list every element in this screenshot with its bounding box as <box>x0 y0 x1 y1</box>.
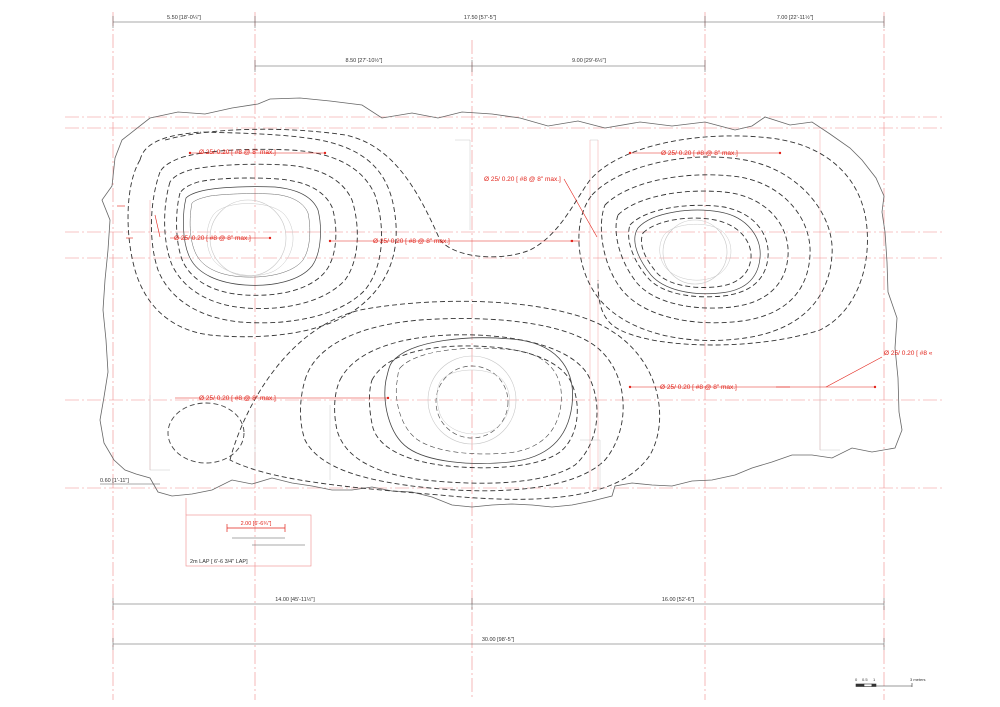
rebar-label-right-edge: Ø 25/ 0.20 [ #8 « <box>884 350 933 357</box>
rebar-label-left-pile: Ø 25/ 0.20 [ #8 @ 8" max.] <box>174 235 251 242</box>
dim-bottom-total: 30.00 [98'-5"] <box>482 637 515 643</box>
dim-bottom-left: 14.00 [45'-11½"] <box>275 596 315 603</box>
footing-outline <box>99 97 903 508</box>
scale-bar <box>855 683 913 687</box>
dim-upper-right: 9.00 [29'-6½"] <box>572 57 606 64</box>
pile-cap-center <box>384 337 573 464</box>
contour-group-left <box>127 128 868 346</box>
contour-small-bottom-left <box>167 402 245 464</box>
contour-group-center <box>229 300 661 500</box>
dim-lap-length: 2.00 [6'-6¾"] <box>241 521 272 527</box>
rebar-label-middle-band: Ø 25/ 0.20 [ #8 @ 8" max.] <box>373 238 450 245</box>
lap-detail <box>185 498 312 567</box>
dim-top-left: 5.50 [18'-0¼"] <box>167 15 201 21</box>
top-dimension-chain <box>112 16 885 72</box>
pile-cap-right <box>634 209 761 295</box>
scale-label-0: 0 <box>855 677 858 682</box>
scale-label-3: 3 meters <box>910 677 926 682</box>
dim-top-center: 17.50 [57'-5"] <box>464 15 497 21</box>
contour-group-right <box>578 156 833 341</box>
lap-note: 2m LAP [ 6'-6 3/4" LAP] <box>190 559 248 565</box>
rebar-label-top-right: Ø 25/ 0.20 [ #8 @ 8" max.] <box>661 150 738 157</box>
rebar-leader-ticks <box>188 151 877 400</box>
rebar-label-center-top: Ø 25/ 0.20 [ #8 @ 8" max.] <box>484 176 561 183</box>
dim-top-right: 7.00 [22'-11½"] <box>777 14 814 21</box>
scale-label-1: 1 <box>873 677 876 682</box>
rebar-label-bottom-left: Ø 25/ 0.20 [ #8 @ 8" max.] <box>199 395 276 402</box>
rebar-leaders <box>117 152 883 399</box>
grid-lines <box>65 12 945 700</box>
faint-construction-lines <box>149 139 840 490</box>
scale-label-05: 0.5 <box>862 677 868 682</box>
dim-upper-left: 8.50 [27'-10½"] <box>346 57 383 64</box>
rebar-label-bottom-right: Ø 25/ 0.20 [ #8 @ 8" max.] <box>660 384 737 391</box>
dim-left-side: 0.60 [1'-11"] <box>100 478 129 484</box>
bottom-dimension-chain <box>112 598 885 650</box>
rebar-label-top-left: Ø 25/ 0.20 [ #8 @ 8" max.] <box>199 149 276 156</box>
dim-bottom-right: 16.00 [52'-6"] <box>662 597 695 603</box>
